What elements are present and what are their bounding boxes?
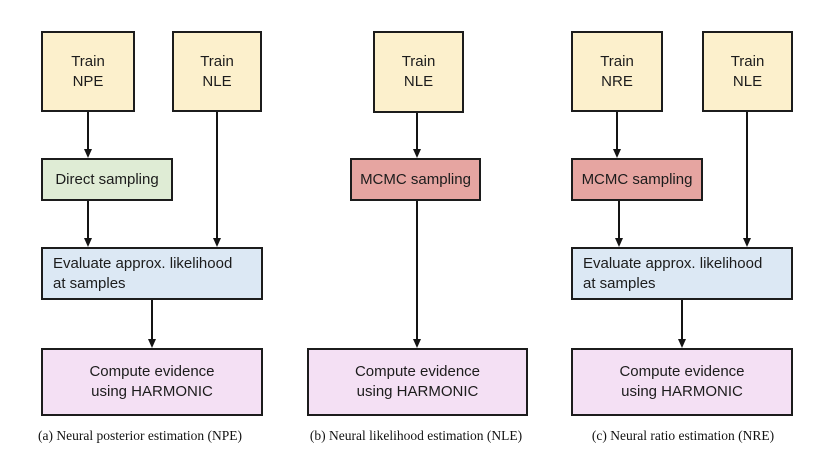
arrow-train-npe-to-direct-sampling xyxy=(83,112,92,158)
arrowhead-icon xyxy=(612,149,621,158)
panel-b-caption: (b) Neural likelihood estimation (NLE) xyxy=(309,428,523,443)
train-nle-box: Train NLE xyxy=(373,31,464,113)
evaluate-likelihood-box: Evaluate approx. likelihood at samples xyxy=(571,247,793,300)
arrowhead-icon xyxy=(212,238,221,247)
arrow-shaft xyxy=(87,112,89,150)
arrowhead-icon xyxy=(147,339,156,348)
compute-evidence-box: Compute evidence using HARMONIC xyxy=(307,348,528,416)
arrowhead-icon xyxy=(412,339,421,348)
mcmc-sampling-box: MCMC sampling xyxy=(350,158,481,201)
arrow-mcmc-to-compute xyxy=(412,201,421,348)
mcmc-sampling-box: MCMC sampling xyxy=(571,158,703,201)
arrow-train-nle-to-mcmc xyxy=(412,113,421,158)
arrow-shaft xyxy=(216,112,218,239)
panel-a-caption: (a) Neural posterior estimation (NPE) xyxy=(38,428,242,443)
train-nle-box: Train NLE xyxy=(172,31,262,112)
arrow-shaft xyxy=(618,201,620,239)
arrowhead-icon xyxy=(83,149,92,158)
arrow-direct-sampling-to-evaluate xyxy=(83,201,92,247)
arrow-train-nle-to-evaluate xyxy=(212,112,221,247)
arrowhead-icon xyxy=(83,238,92,247)
arrow-shaft xyxy=(746,112,748,239)
arrow-train-nle-to-evaluate xyxy=(742,112,751,247)
train-npe-box: Train NPE xyxy=(41,31,135,112)
arrow-shaft xyxy=(416,201,418,340)
evaluate-likelihood-box: Evaluate approx. likelihood at samples xyxy=(41,247,263,300)
arrowhead-icon xyxy=(614,238,623,247)
arrow-shaft xyxy=(151,300,153,340)
arrow-evaluate-to-compute xyxy=(677,300,686,348)
train-nle-box: Train NLE xyxy=(702,31,793,112)
arrowhead-icon xyxy=(412,149,421,158)
arrow-train-nre-to-mcmc xyxy=(612,112,621,158)
arrow-shaft xyxy=(416,113,418,150)
arrow-shaft xyxy=(616,112,618,150)
arrow-shaft xyxy=(87,201,89,239)
arrowhead-icon xyxy=(677,339,686,348)
arrow-mcmc-to-evaluate xyxy=(614,201,623,247)
compute-evidence-box: Compute evidence using HARMONIC xyxy=(571,348,793,416)
panel-c-caption: (c) Neural ratio estimation (NRE) xyxy=(591,428,775,443)
train-nre-box: Train NRE xyxy=(571,31,663,112)
arrowhead-icon xyxy=(742,238,751,247)
arrow-evaluate-to-compute xyxy=(147,300,156,348)
direct-sampling-box: Direct sampling xyxy=(41,158,173,201)
arrow-shaft xyxy=(681,300,683,340)
compute-evidence-box: Compute evidence using HARMONIC xyxy=(41,348,263,416)
